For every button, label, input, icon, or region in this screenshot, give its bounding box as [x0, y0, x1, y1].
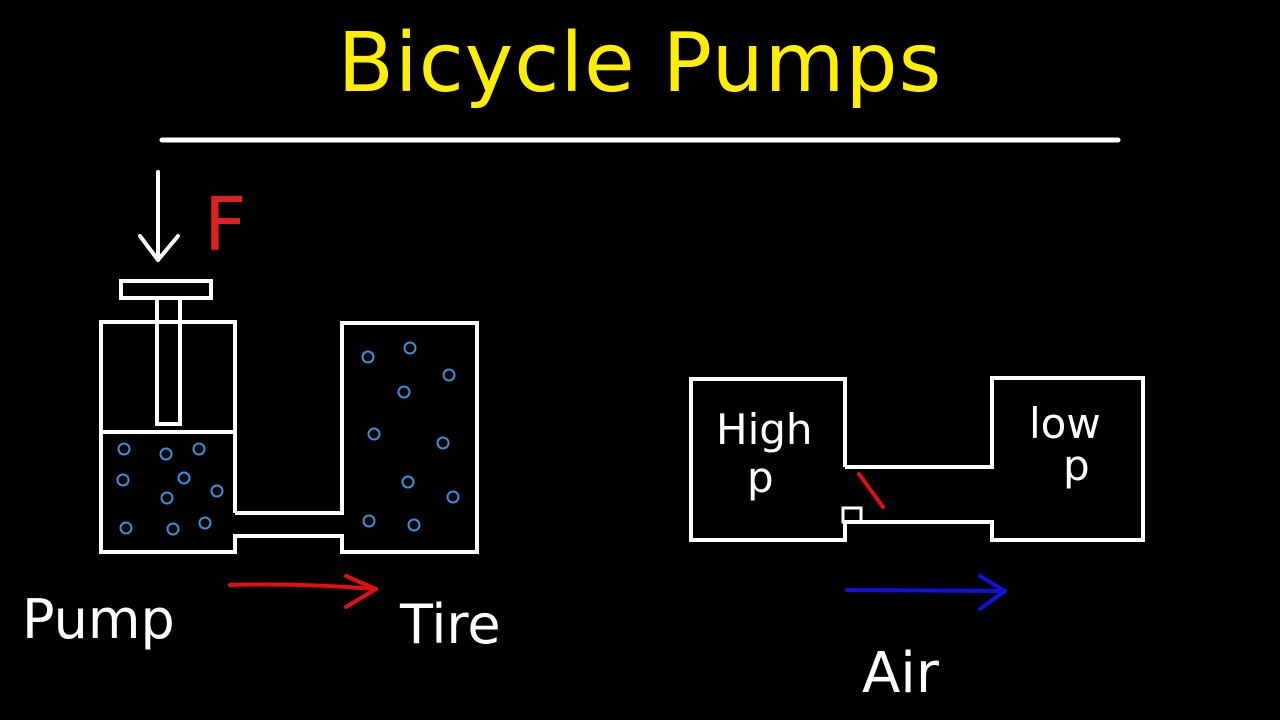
air-molecule [116, 473, 130, 487]
air-molecule [160, 491, 174, 505]
low-pressure-label: low [1029, 399, 1101, 448]
air-molecule [401, 475, 415, 489]
air-molecule [407, 518, 421, 532]
air-molecule [210, 484, 224, 498]
air-molecule [198, 516, 212, 530]
air-flow-arrow [845, 574, 1007, 611]
pump-to-tire-arrow [228, 574, 378, 609]
air-molecule [119, 521, 133, 535]
low-pressure-symbol: p [1063, 441, 1090, 490]
force-arrow [138, 170, 180, 262]
high-pressure-label: High [716, 405, 813, 454]
air-molecule [177, 471, 191, 485]
force-label: F [204, 182, 247, 268]
pump-tire-outline [99, 320, 479, 554]
air-label: Air [862, 641, 940, 706]
pump-label: Pump [22, 588, 175, 651]
pump-rod [155, 296, 182, 426]
air-molecule [362, 514, 376, 528]
high-pressure-symbol: p [747, 453, 774, 502]
air-molecule [436, 436, 450, 450]
page-title: Bicycle Pumps [337, 16, 943, 111]
pump-handle [119, 279, 213, 300]
air-molecule [367, 427, 381, 441]
air-molecule [446, 490, 460, 504]
air-molecule [361, 350, 375, 364]
tire-air-molecules [361, 341, 460, 532]
air-molecule [166, 522, 180, 536]
valve-block [841, 506, 863, 524]
air-molecule [192, 442, 206, 456]
valve-flap [857, 472, 885, 509]
air-molecule [403, 341, 417, 355]
air-molecule [117, 442, 131, 456]
pump-air-molecules [116, 442, 224, 536]
pressure-containers-outline [689, 376, 1145, 542]
tire-label: Tire [399, 593, 501, 656]
air-molecule [159, 447, 173, 461]
air-molecule [397, 385, 411, 399]
air-molecule [442, 368, 456, 382]
